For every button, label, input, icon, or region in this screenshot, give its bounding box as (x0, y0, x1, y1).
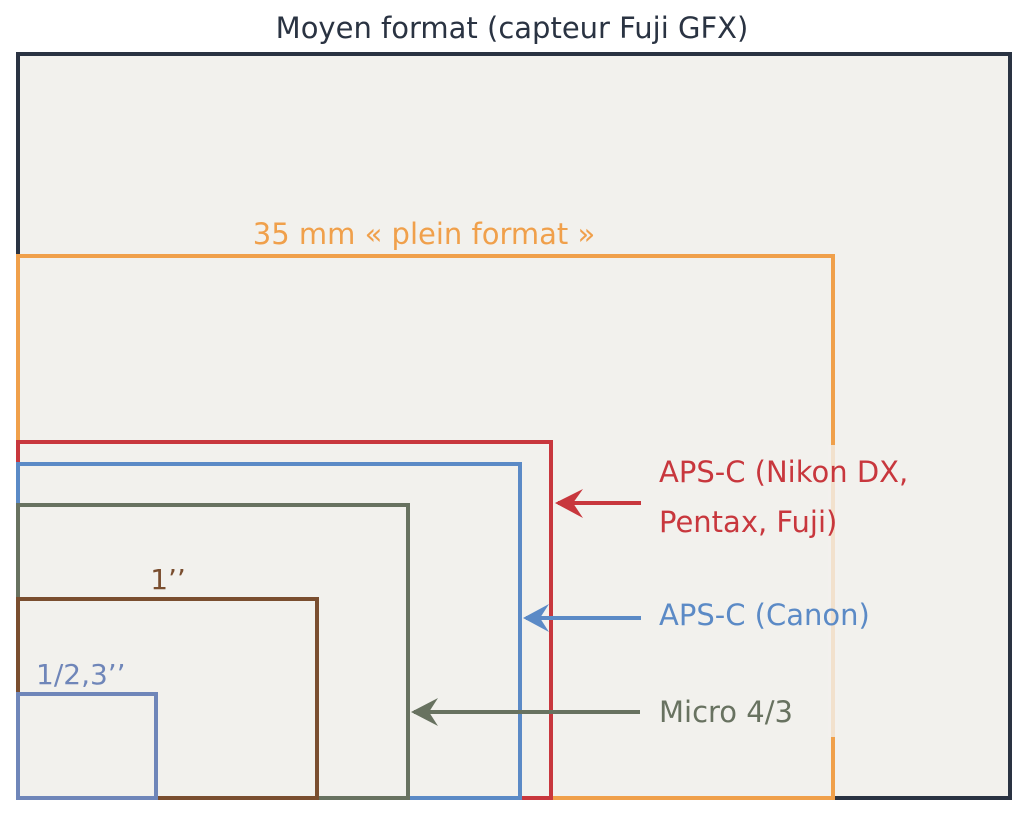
apsc-canon-label: APS-C (Canon) (659, 598, 870, 632)
arrow-apsc-nikon (555, 489, 641, 518)
arrow-apsc-canon (523, 604, 641, 632)
apsc-nikon-label-line2: Pentax, Fuji) (659, 505, 837, 539)
apsc-nikon-label-line1: APS-C (Nikon DX, (659, 455, 908, 489)
small-sensor-rect (16, 692, 158, 800)
medium-format-rect (16, 52, 1012, 800)
fullframe-fade (828, 445, 838, 737)
arrow-m43 (411, 698, 640, 726)
small-sensor-label: 1/2,3’’ (36, 658, 126, 691)
one-inch-label: 1’’ (150, 563, 186, 596)
m43-label: Micro 4/3 (659, 695, 793, 729)
title: Moyen format (capteur Fuji GFX) (276, 11, 749, 45)
fullframe-label: 35 mm « plein format » (253, 217, 595, 251)
